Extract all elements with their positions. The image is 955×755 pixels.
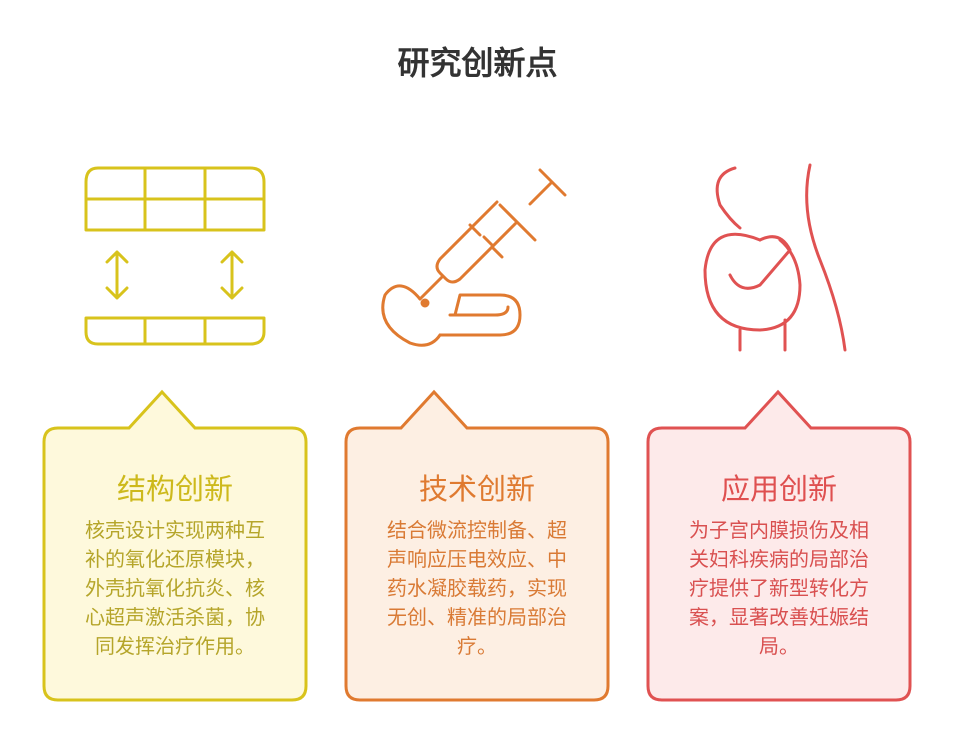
card-line: 无创、精准的局部治 bbox=[387, 605, 567, 629]
card-body: 核壳设计实现两种互 补的氧化还原模块， 外壳抗氧化抗炎、核 心超声激活杀菌，协 … bbox=[40, 516, 310, 661]
card-line: 补的氧化还原模块， bbox=[85, 547, 265, 571]
card-line: 同发挥治疗作用。 bbox=[95, 634, 255, 658]
card-line: 药水凝胶载药，实现 bbox=[387, 576, 567, 600]
card-application-innovation: 应用创新 为子宫内膜损伤及相 关妇科疾病的局部治 疗提供了新型转化方 案，显著改… bbox=[644, 388, 914, 704]
pregnancy-icon bbox=[703, 163, 847, 352]
card-title: 技术创新 bbox=[418, 472, 535, 506]
card-technical-innovation: 技术创新 结合微流控制备、超 声响应压电效应、中 药水凝胶载药，实现 无创、精准… bbox=[342, 388, 612, 704]
card-line: 外壳抗氧化抗炎、核 bbox=[85, 576, 265, 600]
card-line: 关妇科疾病的局部治 bbox=[689, 547, 869, 571]
card-bubble-shape bbox=[42, 389, 308, 702]
card-line: 疗提供了新型转化方 bbox=[689, 576, 869, 600]
card-line: 为子宫内膜损伤及相 bbox=[689, 518, 869, 542]
card-line: 疗。 bbox=[457, 634, 497, 658]
card-line: 声响应压电效应、中 bbox=[387, 547, 567, 571]
card-line: 心超声激活杀菌，协 bbox=[85, 605, 265, 629]
card-line: 案，显著改善妊娠结 bbox=[689, 605, 869, 629]
grid-blocks-exchange-icon bbox=[84, 166, 266, 346]
card-bubble-shape bbox=[344, 389, 610, 702]
card-line: 结合微流控制备、超 bbox=[387, 518, 567, 542]
card-title: 结构创新 bbox=[116, 472, 233, 506]
card-title: 应用创新 bbox=[720, 472, 837, 506]
card-body: 结合微流控制备、超 声响应压电效应、中 药水凝胶载药，实现 无创、精准的局部治 … bbox=[342, 516, 612, 661]
card-bubble-shape bbox=[646, 389, 912, 702]
card-structure-innovation: 结构创新 核壳设计实现两种互 补的氧化还原模块， 外壳抗氧化抗炎、核 心超声激活… bbox=[40, 388, 310, 704]
syringe-icon bbox=[381, 168, 567, 347]
card-line: 局。 bbox=[759, 634, 799, 658]
card-line: 核壳设计实现两种互 bbox=[85, 518, 265, 542]
page-title: 研究创新点 bbox=[397, 44, 558, 82]
card-body: 为子宫内膜损伤及相 关妇科疾病的局部治 疗提供了新型转化方 案，显著改善妊娠结 … bbox=[644, 516, 914, 661]
